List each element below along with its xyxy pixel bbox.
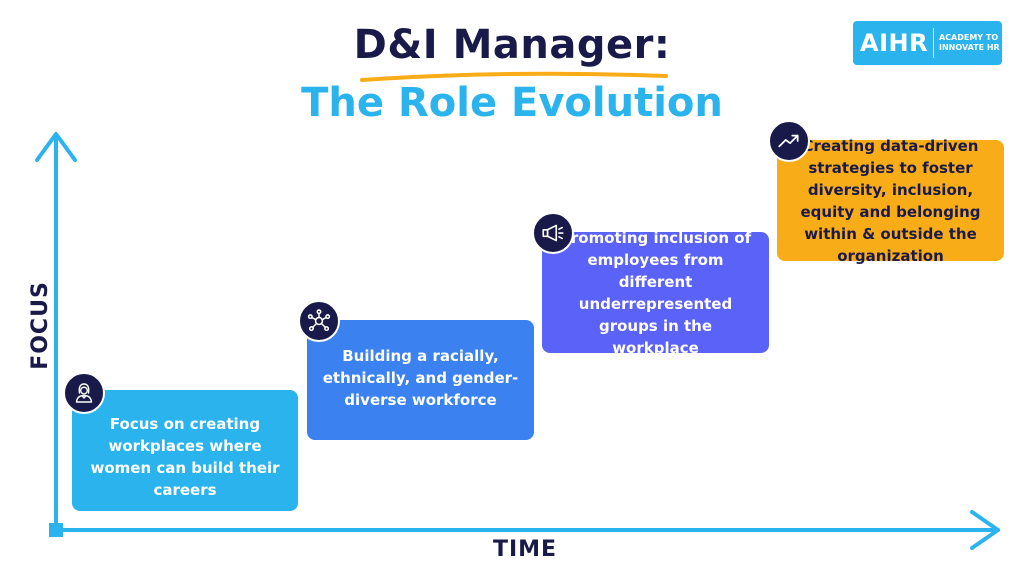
stage-4-text: Creating data-driven strategies to foste…: [800, 136, 981, 265]
logo-mark: AIHR: [860, 29, 929, 57]
stage-card-3: Promoting inclusion of employees from di…: [542, 229, 769, 357]
aihr-logo: AIHR ACADEMY TO INNOVATE HR: [853, 21, 1002, 65]
title-underline: [360, 71, 668, 82]
stage-card-2: Building a racially, ethnically, and gen…: [307, 320, 534, 440]
megaphone-icon: [542, 224, 564, 242]
stage-2-badge: [298, 300, 340, 342]
axis-origin: [49, 523, 63, 537]
woman-icon: [75, 383, 93, 403]
title-line-2: The Role Evolution: [301, 80, 723, 126]
y-axis-label-text: FOCUS: [27, 280, 53, 370]
x-axis-label: TIME: [492, 537, 558, 562]
trend-up-icon: [778, 134, 799, 148]
stage-3-badge: [532, 212, 574, 254]
stage-card-1: Focus on creating workplaces where women…: [72, 390, 298, 511]
logo-separator: [933, 28, 934, 58]
stage-3-text: Promoting inclusion of employees from di…: [559, 228, 752, 357]
x-axis: [54, 510, 1000, 550]
stage-1-badge: [63, 372, 105, 414]
y-axis: [35, 132, 77, 532]
title-line-1: D&I Manager:: [353, 22, 671, 68]
network-icon: [307, 309, 331, 332]
y-axis-label: FOCUS: [20, 281, 60, 370]
stage-card-4: Creating data-driven strategies to foste…: [777, 137, 1004, 265]
logo-tagline: ACADEMY TO INNOVATE HR: [938, 33, 1000, 52]
stage-1-text: Focus on creating workplaces where women…: [90, 414, 280, 499]
stage-2-text: Building a racially, ethnically, and gen…: [322, 347, 519, 409]
stage-4-badge: [768, 120, 810, 162]
